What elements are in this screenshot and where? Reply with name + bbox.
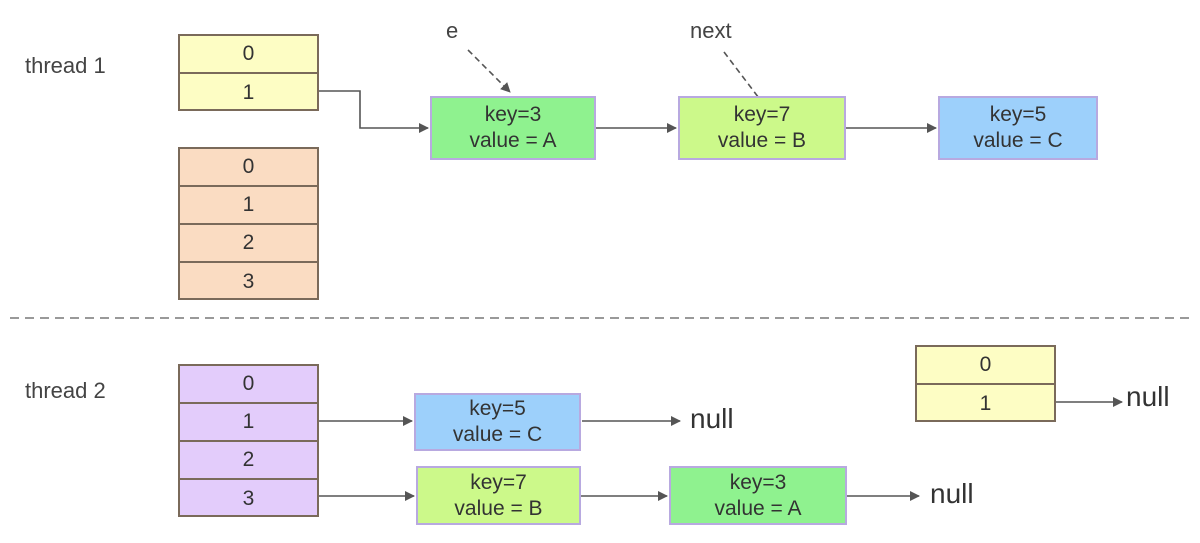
node-key5: key=5 value = C — [414, 393, 581, 451]
bucket-1: 1 — [979, 391, 992, 415]
node-key3: key=3 value = A — [669, 466, 847, 525]
node-value: value = B — [717, 129, 807, 152]
thread2-label: thread 2 — [25, 378, 106, 403]
node-key: key=3 — [484, 103, 542, 126]
thread2-old-table: 0 1 — [915, 345, 1056, 422]
bucket-0: 0 — [917, 347, 1054, 385]
null-label-bucket1: null — [690, 403, 734, 434]
arrow-bucket1-to-key3 — [319, 90, 429, 133]
null-label-old-bucket1: null — [1126, 381, 1170, 412]
node-value: value = C — [973, 129, 1063, 152]
bucket-2: 2 — [180, 442, 317, 480]
node-value: value = A — [469, 129, 557, 152]
bucket-0: 0 — [180, 36, 317, 74]
node-key: key=7 — [470, 470, 527, 494]
node-key3: key=3 value = A — [430, 96, 596, 160]
thread1-old-table: 0 1 — [178, 34, 319, 111]
node-key: key=5 — [989, 103, 1047, 126]
node-key7: key=7 value = B — [678, 96, 846, 160]
node-value: value = A — [714, 496, 802, 520]
bucket-0: 0 — [180, 149, 317, 187]
pointer-e-label: e — [446, 18, 459, 43]
pointer-next-label: next — [690, 18, 732, 43]
node-key7: key=7 value = B — [416, 466, 581, 525]
bucket-3: 3 — [242, 486, 255, 510]
bucket-1: 1 — [242, 80, 255, 104]
bucket-1: 1 — [180, 187, 317, 225]
bucket-2: 2 — [180, 225, 317, 263]
bucket-1: 1 — [180, 404, 317, 442]
node-value: value = C — [452, 423, 543, 446]
thread1-label: thread 1 — [25, 53, 106, 78]
node-value: value = B — [454, 496, 543, 520]
node-key: key=3 — [729, 470, 787, 494]
thread1-new-table: 0 1 2 3 — [178, 147, 319, 300]
bucket-3: 3 — [242, 269, 255, 293]
thread2-new-table: 0 1 2 3 — [178, 364, 319, 517]
node-key5: key=5 value = C — [938, 96, 1098, 160]
null-label-bucket3: null — [930, 478, 974, 509]
bucket-0: 0 — [180, 366, 317, 404]
pointer-e-arrow — [467, 49, 511, 93]
node-key: key=5 — [469, 397, 526, 420]
node-key: key=7 — [733, 103, 791, 126]
